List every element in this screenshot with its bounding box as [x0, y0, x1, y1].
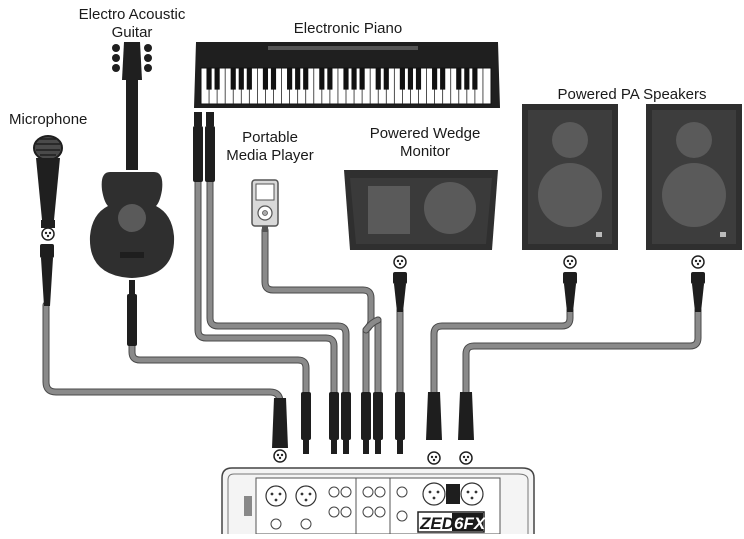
guitar-label: Electro Acoustic Guitar	[70, 6, 194, 42]
media-player-label: Portable Media Player	[214, 129, 326, 165]
microphone-label: Microphone	[9, 111, 88, 128]
piano-black-key	[440, 68, 446, 90]
microphone-illustration	[33, 135, 63, 306]
pa-right-cable	[462, 306, 702, 396]
guitar-label-line-2: Guitar	[111, 24, 153, 41]
piano-black-key	[359, 68, 365, 90]
wedge-label-line-2: Monitor	[399, 143, 451, 160]
piano-black-key	[206, 68, 212, 90]
piano-black-key	[464, 68, 470, 90]
wedge-monitor-illustration	[344, 170, 498, 312]
mixer-brand-right: 6FX	[454, 514, 487, 533]
piano-black-key	[238, 68, 244, 90]
piano-black-key	[399, 68, 405, 90]
piano-black-key	[303, 68, 309, 90]
guitar-illustration	[89, 42, 175, 346]
guitar-label-line-1: Electro Acoustic	[78, 6, 186, 23]
wedge-xlr-icon	[393, 255, 407, 269]
piano-black-key	[472, 68, 478, 90]
pa-speaker-left	[522, 104, 618, 312]
media-player-cable	[261, 226, 375, 396]
wedge-label-line-1: Powered Wedge	[369, 125, 481, 142]
piano-black-key	[327, 68, 333, 90]
piano-black-key	[351, 68, 357, 90]
guitar-cable	[128, 341, 310, 396]
mixer-brand-left: ZED	[419, 514, 454, 533]
piano-black-key	[214, 68, 220, 90]
piano-black-key	[383, 68, 389, 90]
pa-left-cable	[430, 306, 574, 396]
piano-black-key	[262, 68, 269, 90]
pa-speaker-right	[646, 104, 742, 312]
piano-black-key	[375, 68, 381, 90]
piano-black-key	[432, 68, 438, 90]
media-player-illustration	[251, 179, 279, 232]
mixer-input-plugs	[272, 392, 474, 465]
cables	[42, 176, 702, 414]
piano-black-key	[246, 68, 252, 90]
wedge-label: Powered Wedge Monitor	[356, 125, 494, 161]
piano-black-key	[456, 68, 462, 90]
piano-black-key	[287, 68, 293, 90]
speakers-label: Powered PA Speakers	[557, 86, 707, 103]
microphone-xlr-icon	[41, 227, 55, 241]
piano-black-key	[270, 68, 277, 90]
piano-illustration	[193, 42, 500, 182]
media-player-label-line-1: Portable	[242, 129, 298, 146]
media-player-label-line-2: Media Player	[226, 147, 314, 164]
piano-black-key	[319, 68, 325, 90]
mixer-illustration: ZED 6FX	[221, 467, 535, 535]
piano-black-key	[230, 68, 236, 90]
piano-black-key	[343, 68, 349, 90]
piano-black-key	[407, 68, 414, 90]
piano-label: Electronic Piano	[293, 20, 403, 37]
piano-black-key	[295, 68, 301, 90]
piano-black-key	[415, 68, 422, 90]
